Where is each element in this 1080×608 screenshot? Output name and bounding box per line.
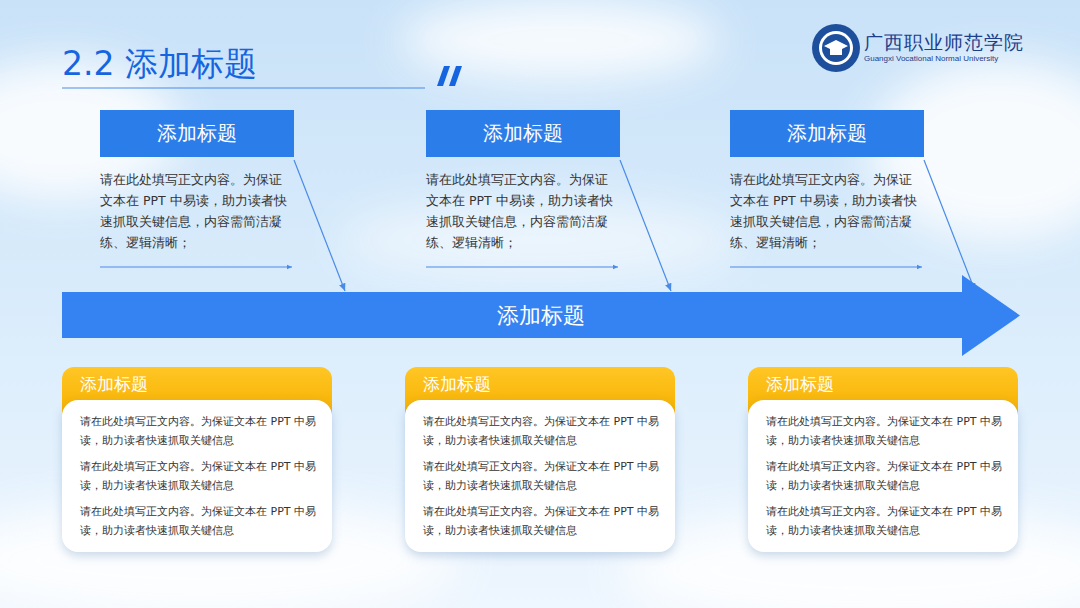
timeline-arrow: 添加标题 [62, 275, 1020, 356]
slide-title: 2.2 添加标题 [62, 44, 257, 84]
school-name-en: Guangxi Vocational Normal University [864, 54, 998, 64]
card-paragraph: 请在此处填写正文内容。为保证文本在 PPT 中易读，助力读者快速抓取关键信息 [423, 502, 663, 540]
box-body: 请在此处填写正文内容。为保证文本在 PPT 中易读，助力读者快速抓取关键信息，内… [426, 169, 620, 253]
band-heading: 添加标题 [62, 302, 1020, 330]
stage-box: 添加标题请在此处填写正文内容。为保证文本在 PPT 中易读，助力读者快速抓取关键… [426, 110, 620, 253]
box-heading: 添加标题 [730, 110, 924, 157]
card-panel: 请在此处填写正文内容。为保证文本在 PPT 中易读，助力读者快速抓取关键信息请在… [405, 400, 675, 552]
card-paragraph: 请在此处填写正文内容。为保证文本在 PPT 中易读，助力读者快速抓取关键信息 [766, 457, 1006, 495]
box-body: 请在此处填写正文内容。为保证文本在 PPT 中易读，助力读者快速抓取关键信息，内… [100, 169, 294, 253]
card-paragraph: 请在此处填写正文内容。为保证文本在 PPT 中易读，助力读者快速抓取关键信息 [80, 457, 320, 495]
card-panel: 请在此处填写正文内容。为保证文本在 PPT 中易读，助力读者快速抓取关键信息请在… [62, 400, 332, 552]
card-paragraph: 请在此处填写正文内容。为保证文本在 PPT 中易读，助力读者快速抓取关键信息 [80, 502, 320, 540]
connector-arrow [620, 160, 671, 291]
school-name: 广西职业师范学院 [864, 30, 1024, 54]
connector-arrow [924, 160, 975, 291]
connector-arrow [294, 160, 345, 291]
arrow-fill [62, 275, 1020, 356]
card-paragraph: 请在此处填写正文内容。为保证文本在 PPT 中易读，助力读者快速抓取关键信息 [80, 412, 320, 450]
info-card: 添加标题请在此处填写正文内容。为保证文本在 PPT 中易读，助力读者快速抓取关键… [748, 367, 1018, 552]
card-panel: 请在此处填写正文内容。为保证文本在 PPT 中易读，助力读者快速抓取关键信息请在… [748, 400, 1018, 552]
leader-arrows [100, 267, 922, 268]
stage-box: 添加标题请在此处填写正文内容。为保证文本在 PPT 中易读，助力读者快速抓取关键… [100, 110, 294, 253]
card-paragraph: 请在此处填写正文内容。为保证文本在 PPT 中易读，助力读者快速抓取关键信息 [766, 412, 1006, 450]
card-paragraph: 请在此处填写正文内容。为保证文本在 PPT 中易读，助力读者快速抓取关键信息 [423, 412, 663, 450]
card-paragraph: 请在此处填写正文内容。为保证文本在 PPT 中易读，助力读者快速抓取关键信息 [766, 502, 1006, 540]
info-card: 添加标题请在此处填写正文内容。为保证文本在 PPT 中易读，助力读者快速抓取关键… [62, 367, 332, 552]
stage-box: 添加标题请在此处填写正文内容。为保证文本在 PPT 中易读，助力读者快速抓取关键… [730, 110, 924, 253]
info-card: 添加标题请在此处填写正文内容。为保证文本在 PPT 中易读，助力读者快速抓取关键… [405, 367, 675, 552]
box-body: 请在此处填写正文内容。为保证文本在 PPT 中易读，助力读者快速抓取关键信息，内… [730, 169, 924, 253]
slash-mark [437, 66, 462, 86]
box-heading: 添加标题 [100, 110, 294, 157]
title-underline [62, 87, 425, 88]
box-heading: 添加标题 [426, 110, 620, 157]
logo-emblem [812, 24, 860, 72]
card-paragraph: 请在此处填写正文内容。为保证文本在 PPT 中易读，助力读者快速抓取关键信息 [423, 457, 663, 495]
